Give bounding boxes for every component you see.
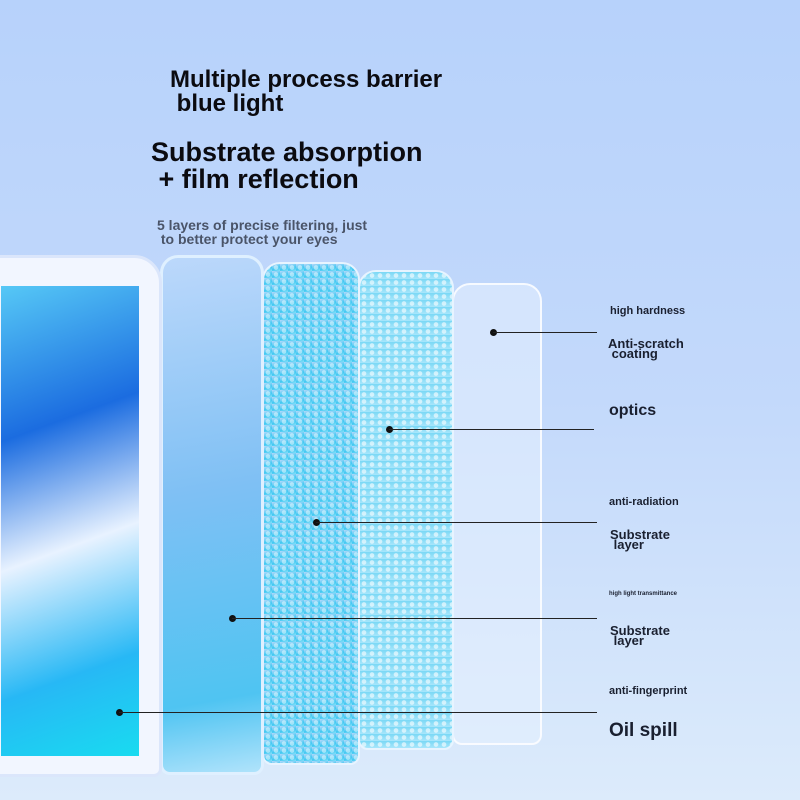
layer-tag: high hardness bbox=[610, 305, 686, 317]
callout-line bbox=[493, 332, 597, 333]
layer-tag: high light transmittance bbox=[609, 591, 678, 597]
layer-tag: optics bbox=[609, 402, 657, 419]
callout-line bbox=[316, 522, 597, 523]
layer-panel-anti-scratch bbox=[452, 283, 542, 745]
layer-panel-transmittance bbox=[160, 255, 264, 775]
layer-tag: anti-fingerprint bbox=[609, 685, 688, 697]
headline-line2: blue light bbox=[170, 90, 284, 117]
layer-name: Substrate layer bbox=[610, 623, 670, 649]
layer-panel-screen bbox=[0, 255, 162, 777]
callout-line bbox=[232, 618, 597, 619]
subtitle-line1: 5 layers of precise filtering, just bbox=[157, 217, 368, 233]
layer-tag: anti-radiation bbox=[609, 496, 679, 508]
title-line2: + film reflection bbox=[151, 164, 359, 194]
subtitle-line2: to better protect your eyes bbox=[157, 231, 338, 247]
layer-name: Oil spill bbox=[609, 720, 678, 741]
layer-panel-anti-radiation bbox=[262, 262, 360, 765]
callout-line bbox=[119, 712, 597, 713]
device-screen bbox=[1, 286, 139, 756]
title-line1: Substrate absorption bbox=[151, 137, 423, 167]
layer-name: Anti-scratch coating bbox=[608, 336, 684, 362]
headline-line1: Multiple process barrier bbox=[170, 66, 443, 93]
layer-name: Substrate layer bbox=[610, 527, 670, 553]
callout-line bbox=[389, 429, 594, 430]
layer-panel-optics bbox=[358, 270, 454, 750]
